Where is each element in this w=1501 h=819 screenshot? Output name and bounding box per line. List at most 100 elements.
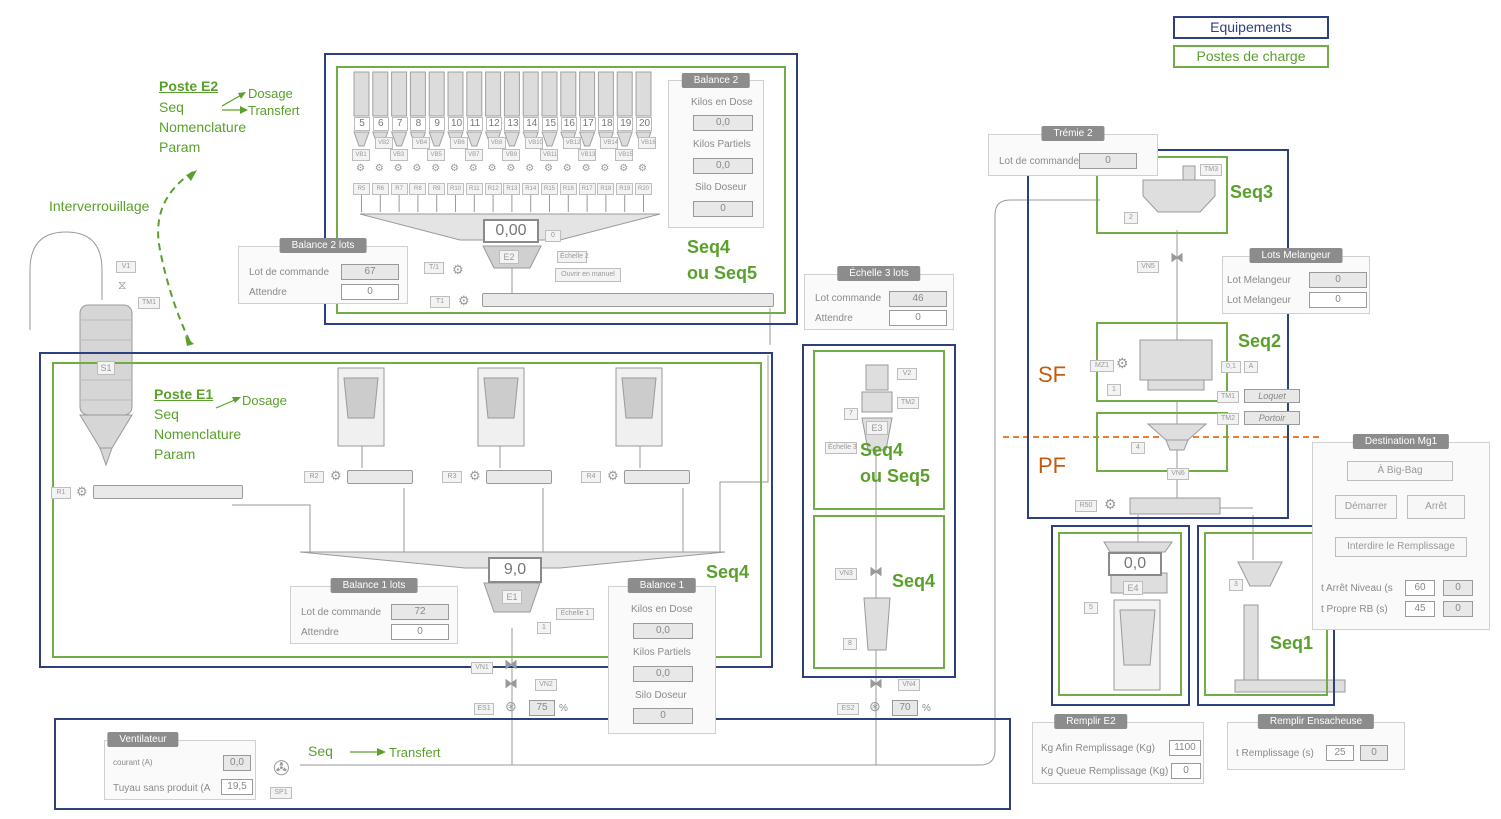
valve-tag: VB2 — [374, 137, 393, 149]
interverrouillage-label: Interverrouillage — [49, 198, 150, 214]
slide-valve-icon: ⊛ — [505, 698, 517, 714]
echelle3-attendre-value[interactable]: 0 — [889, 310, 947, 326]
valve-tag: VB7 — [464, 149, 483, 161]
feeder-icon: ⚙ — [468, 163, 478, 174]
poste-e2-param: Param — [159, 139, 201, 155]
remplir-e2-afin-value[interactable]: 1100 — [1169, 740, 1201, 756]
poste-e2-seq: Seq — [159, 99, 184, 115]
interdire-remplissage-button[interactable]: Interdire le Remplissage — [1335, 537, 1467, 557]
e4-name: E4 — [1123, 581, 1143, 595]
r4-conveyor — [624, 470, 690, 484]
remplir-ensacheuse-t-actual: 0 — [1360, 745, 1388, 761]
silo-number: 15 — [542, 117, 558, 131]
e2-ouvrir-manuel-button[interactable]: Ouvrir en manuel — [555, 268, 621, 282]
silo-tube — [541, 71, 558, 117]
balance1-kilos-dose-value: 0,0 — [633, 623, 693, 639]
demarrer-button[interactable]: Démarrer — [1335, 495, 1397, 519]
balance2-lots-attendre-label: Attendre — [249, 287, 287, 298]
balance1-kilos-dose-label: Kilos en Dose — [631, 604, 693, 615]
r-tag: R5 — [353, 183, 370, 195]
e3-echelle-tag: Échelle 3 — [825, 442, 857, 454]
es1-percent-value: 75 — [529, 700, 555, 716]
motor-icon: ⚙ — [607, 468, 619, 483]
feeder-icon: ⚙ — [600, 163, 610, 174]
silo-number: 11 — [466, 117, 483, 131]
arret-button[interactable]: Arrêt — [1407, 495, 1465, 519]
t-propre-value[interactable]: 45 — [1405, 601, 1435, 617]
valve-tag: VB12 — [562, 137, 581, 149]
ventilateur-tuyau-value[interactable]: 19,5 — [221, 779, 253, 795]
e3-name: E3 — [866, 421, 888, 435]
tremie2-tag: 2 — [1124, 212, 1138, 224]
balance1-lots-attendre-label: Attendre — [301, 627, 339, 638]
t-arret-niveau-value[interactable]: 60 — [1405, 580, 1435, 596]
feeder-icon: ⚙ — [619, 163, 629, 174]
tremie2-title: Trémie 2 — [1041, 126, 1105, 141]
es1-percent-unit: % — [559, 703, 568, 714]
remplir-e2-queue-label: Kg Queue Remplissage (Kg) — [1041, 766, 1169, 777]
remplir-e2-title: Remplir E2 — [1054, 714, 1128, 729]
legend-equipements: Equipements — [1173, 16, 1329, 39]
melangeur-tag-1: 1 — [1107, 384, 1121, 396]
tm2-tag: TM2 — [897, 397, 919, 409]
motor-icon: ⚙ — [469, 468, 481, 483]
valve-tag: VB13 — [577, 149, 596, 161]
seq4-vn3-label: Seq4 — [892, 571, 936, 591]
feeder-icon: ⚙ — [450, 163, 459, 174]
silo-number: 14 — [523, 117, 540, 131]
remplir-ensacheuse-panel: Remplir Ensacheuse t Remplissage (s) 25 … — [1227, 714, 1405, 770]
r-tag: R17 — [578, 183, 596, 195]
r-tag: R16 — [559, 183, 577, 195]
seq4-e3-label: Seq4 — [860, 440, 904, 460]
v2-tag: V2 — [897, 368, 917, 380]
balance2-panel: Balance 2 Kilos en Dose 0,0 Kilos Partie… — [668, 73, 764, 228]
silo-number: 8 — [410, 117, 427, 131]
valve-tag: VB5 — [427, 149, 446, 161]
lots-melangeur-lot2-value[interactable]: 0 — [1309, 292, 1367, 308]
equipment-box-e2 — [324, 53, 798, 325]
e1-weight-display: 9,0 — [488, 557, 542, 583]
r-tag: R9 — [428, 183, 446, 195]
seq2-label: Seq2 — [1238, 331, 1282, 351]
remplir-ensacheuse-t-value[interactable]: 25 — [1326, 745, 1354, 761]
silo-tube — [353, 71, 370, 117]
silo-tube — [391, 71, 408, 117]
valve-tag: VB3 — [389, 149, 408, 161]
silo-cone — [466, 131, 483, 147]
silo-cone — [428, 131, 445, 147]
balance1-lots-title: Balance 1 lots — [330, 578, 418, 593]
balance1-title: Balance 1 — [627, 578, 697, 593]
equipment-box-ventilateur — [54, 718, 1011, 810]
motor-icon: ⚙ — [76, 484, 88, 499]
fan-icon: ✇ — [273, 758, 290, 780]
balance1-lots-attendre-value[interactable]: 0 — [391, 624, 449, 640]
silo-number: 20 — [636, 117, 652, 131]
r2-conveyor — [347, 470, 413, 484]
r-tag: R13 — [503, 183, 521, 195]
poste-box-e3 — [813, 350, 945, 510]
poste-e2-transfert: Transfert — [248, 103, 300, 118]
remplir-e2-queue-value[interactable]: 0 — [1171, 763, 1201, 779]
motor-icon: ⚙ — [1116, 355, 1129, 371]
motor-icon: ⚙ — [458, 293, 470, 308]
feeder-icon: ⚙ — [506, 163, 516, 174]
r3-tag: R3 — [442, 471, 462, 483]
echelle3-lot-label: Lot commande — [815, 293, 882, 304]
es2-percent-unit: % — [922, 703, 931, 714]
silo-number: 17 — [579, 117, 596, 131]
destination-mg1-title: Destination Mg1 — [1352, 434, 1450, 449]
valve-tag: VB10 — [525, 137, 544, 149]
balance2-title: Balance 2 — [681, 73, 751, 88]
silo-number: 5 — [354, 117, 370, 131]
ventilateur-transfert-label: Transfert — [389, 745, 441, 760]
zone-sf-label: SF — [1038, 362, 1067, 387]
bigbag-button[interactable]: À Big-Bag — [1347, 461, 1453, 481]
tm3-tag: TM3 — [1200, 164, 1222, 176]
balance2-kilos-partiels-value: 0,0 — [693, 158, 753, 174]
ventilateur-courant-label: courant (A) — [113, 758, 153, 767]
e4-tag: 5 — [1084, 602, 1098, 614]
balance2-lots-attendre-value[interactable]: 0 — [341, 284, 399, 300]
feeder-icon: ⚙ — [431, 163, 441, 174]
silo-tube — [597, 71, 614, 117]
